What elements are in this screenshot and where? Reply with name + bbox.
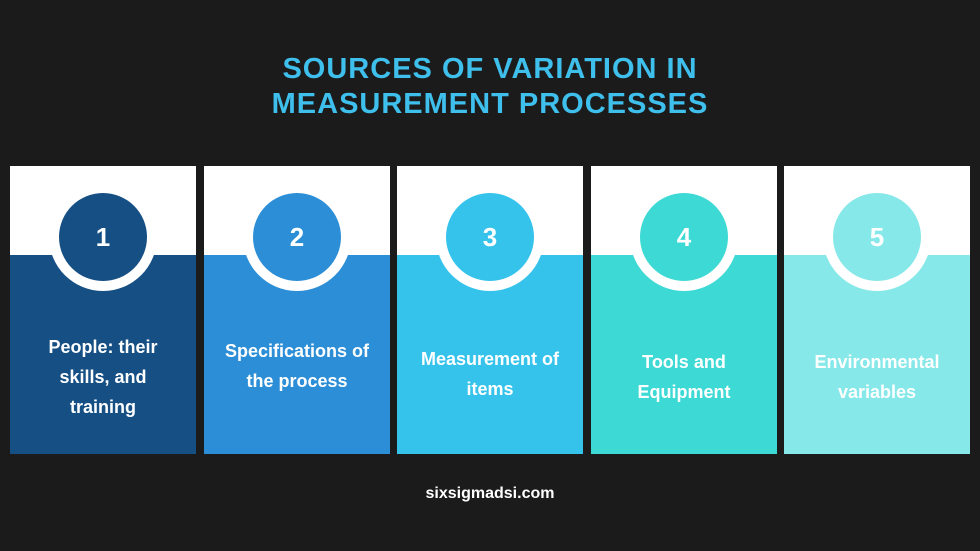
card-2: 2 Specifications of the process bbox=[204, 166, 390, 454]
card-label: Tools and Equipment bbox=[637, 352, 731, 402]
card-1: 1 People: their skills, and training bbox=[10, 166, 196, 454]
card-label: Measurement of items bbox=[420, 349, 560, 399]
card-label: Environmental variables bbox=[814, 352, 940, 402]
card-5: 5 Environmental variables bbox=[784, 166, 970, 454]
footer-site: sixsigmadsi.com bbox=[425, 485, 555, 502]
number-badge: 3 bbox=[446, 193, 534, 281]
card-label: Specifications of the process bbox=[224, 341, 370, 391]
card-4: 4 Tools and Equipment bbox=[591, 166, 777, 454]
title-line-1: SOURCES OF VARIATION IN bbox=[282, 53, 698, 85]
number-badge: 4 bbox=[640, 193, 728, 281]
card-label: People: their skills, and training bbox=[48, 337, 158, 417]
card-3: 3 Measurement of items bbox=[397, 166, 583, 454]
number-badge: 2 bbox=[253, 193, 341, 281]
number-badge: 5 bbox=[833, 193, 921, 281]
title-line-2: MEASUREMENT PROCESSES bbox=[271, 88, 709, 120]
number-badge: 1 bbox=[59, 193, 147, 281]
page-title: SOURCES OF VARIATION IN MEASUREMENT PROC… bbox=[0, 52, 980, 122]
